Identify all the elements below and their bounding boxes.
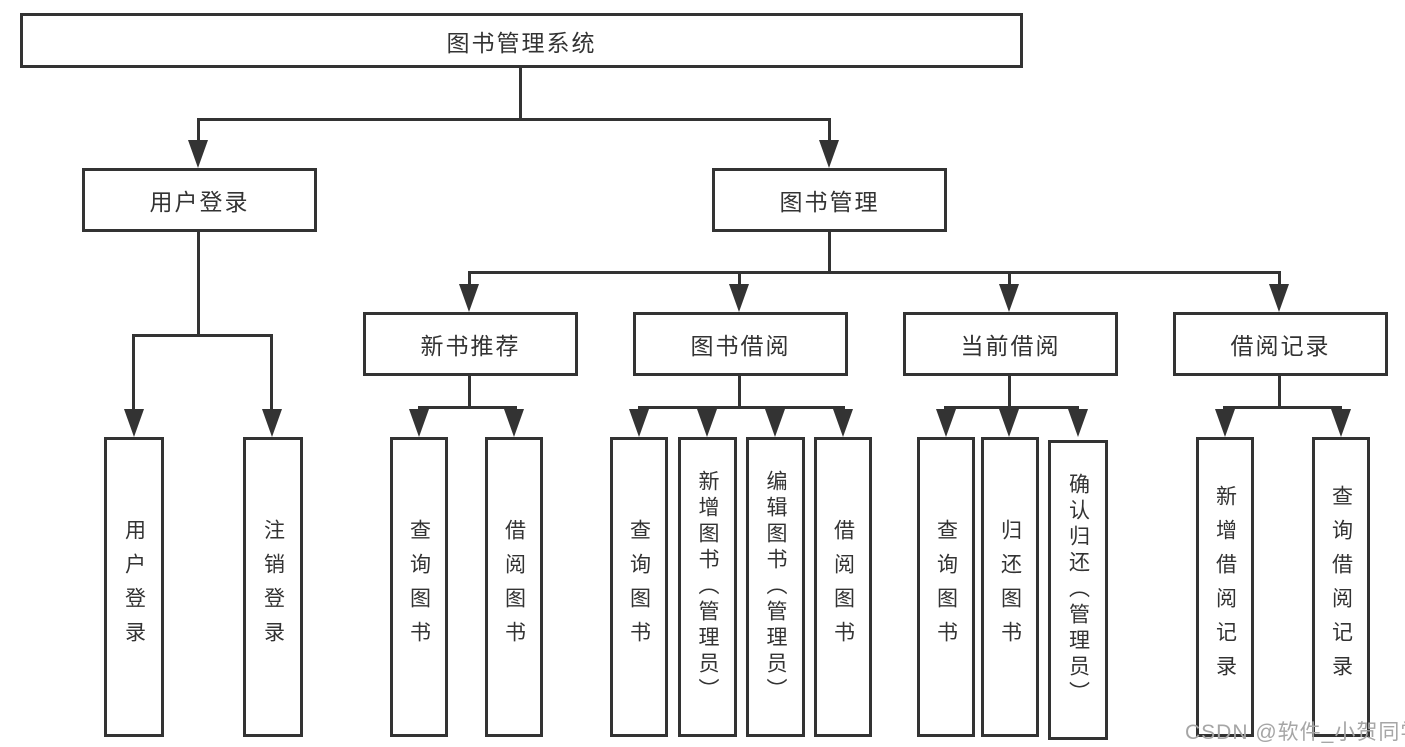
connector-newbook-stem	[468, 376, 471, 409]
leaf-return-books-label: 归还图书	[998, 519, 1022, 655]
arrow-to-add-borrow-record	[1215, 409, 1235, 437]
arrow-to-query-books-3	[936, 409, 956, 437]
arrow-to-query-books-1	[409, 409, 429, 437]
node-root: 图书管理系统	[20, 13, 1023, 68]
leaf-query-books-1: 查询图书	[390, 437, 448, 737]
arrow-to-query-books-2	[629, 409, 649, 437]
connector-leaf-login-drop	[132, 334, 135, 410]
arrow-to-borrow-books-1	[504, 409, 524, 437]
arrow-to-new-book-recommend	[459, 284, 479, 312]
connector-borrowrecord-rail	[1223, 406, 1342, 409]
arrow-to-edit-books	[765, 409, 785, 437]
leaf-edit-books-label: 编辑图书（管理员）	[764, 470, 787, 704]
connector-bookborrow-rail	[638, 406, 845, 409]
leaf-return-books: 归还图书	[981, 437, 1039, 737]
connector-user-login-drop	[197, 118, 200, 144]
arrow-to-book-borrow	[729, 284, 749, 312]
connector-borrowrecord-stem	[1278, 376, 1281, 409]
connector-level3-rail	[468, 271, 1281, 274]
csdn-watermark: CSDN @软件_小贺同学	[1185, 721, 1405, 744]
connector-book-mgmt-stem	[828, 232, 831, 273]
arrow-to-leaf-logout	[262, 409, 282, 437]
leaf-user-login: 用户登录	[104, 437, 164, 737]
arrow-to-borrow-records	[1269, 284, 1289, 312]
connector-leaf-logout-drop	[270, 334, 273, 410]
connector-user-login-stem	[197, 232, 200, 336]
leaf-logout: 注销登录	[243, 437, 303, 737]
arrow-to-query-borrow-record	[1331, 409, 1351, 437]
connector-bookborrow-drop	[738, 271, 741, 287]
leaf-borrow-books-1: 借阅图书	[485, 437, 543, 737]
connector-currentborrow-rail	[944, 406, 1079, 409]
leaf-add-books-label: 新增图书（管理员）	[696, 470, 719, 704]
connector-newbook-rail	[418, 406, 517, 409]
node-new-book-recommend-label: 新书推荐	[420, 333, 521, 359]
node-book-management-label: 图书管理	[779, 189, 880, 215]
connector-borrowrecord-drop	[1278, 271, 1281, 287]
leaf-logout-label: 注销登录	[261, 519, 285, 655]
arrow-to-current-borrow	[999, 284, 1019, 312]
connector-currentborrow-drop	[1008, 271, 1011, 287]
arrow-to-add-books	[697, 409, 717, 437]
leaf-query-books-2-label: 查询图书	[627, 519, 651, 655]
leaf-add-books: 新增图书（管理员）	[678, 437, 737, 737]
leaf-confirm-return: 确认归还（管理员）	[1048, 440, 1108, 740]
connector-root-rail	[197, 118, 831, 121]
node-user-login: 用户登录	[82, 168, 317, 232]
arrow-to-leaf-login	[124, 409, 144, 437]
arrow-to-user-login	[188, 140, 208, 168]
connector-root-stem	[519, 68, 522, 119]
node-borrow-records: 借阅记录	[1173, 312, 1388, 376]
leaf-add-borrow-record-label: 新增借阅记录	[1213, 485, 1237, 689]
node-current-borrow-label: 当前借阅	[960, 333, 1061, 359]
leaf-query-borrow-record-label: 查询借阅记录	[1329, 485, 1353, 689]
connector-bookborrow-stem	[738, 376, 741, 409]
arrow-to-return-books	[999, 409, 1019, 437]
arrow-to-borrow-books-2	[833, 409, 853, 437]
leaf-query-books-3: 查询图书	[917, 437, 975, 737]
connector-user-login-rail	[132, 334, 273, 337]
connector-currentborrow-stem	[1008, 376, 1011, 409]
leaf-query-books-2: 查询图书	[610, 437, 668, 737]
leaf-edit-books: 编辑图书（管理员）	[746, 437, 805, 737]
leaf-query-books-1-label: 查询图书	[407, 519, 431, 655]
leaf-query-books-3-label: 查询图书	[934, 519, 958, 655]
leaf-query-borrow-record: 查询借阅记录	[1312, 437, 1370, 737]
leaf-add-borrow-record: 新增借阅记录	[1196, 437, 1254, 737]
node-new-book-recommend: 新书推荐	[363, 312, 578, 376]
node-user-login-label: 用户登录	[149, 189, 250, 215]
leaf-borrow-books-2-label: 借阅图书	[831, 519, 855, 655]
node-borrow-records-label: 借阅记录	[1230, 333, 1331, 359]
node-book-borrow: 图书借阅	[633, 312, 848, 376]
node-book-borrow-label: 图书借阅	[690, 333, 791, 359]
leaf-user-login-label: 用户登录	[122, 519, 146, 655]
arrow-to-confirm-return	[1068, 409, 1088, 437]
node-current-borrow: 当前借阅	[903, 312, 1118, 376]
leaf-confirm-return-label: 确认归还（管理员）	[1066, 473, 1090, 707]
connector-newbook-drop	[468, 271, 471, 287]
leaf-borrow-books-1-label: 借阅图书	[502, 519, 526, 655]
leaf-borrow-books-2: 借阅图书	[814, 437, 872, 737]
node-book-management: 图书管理	[712, 168, 947, 232]
arrow-to-book-management	[819, 140, 839, 168]
connector-book-mgmt-drop	[828, 118, 831, 144]
node-root-label: 图书管理系统	[446, 29, 597, 56]
